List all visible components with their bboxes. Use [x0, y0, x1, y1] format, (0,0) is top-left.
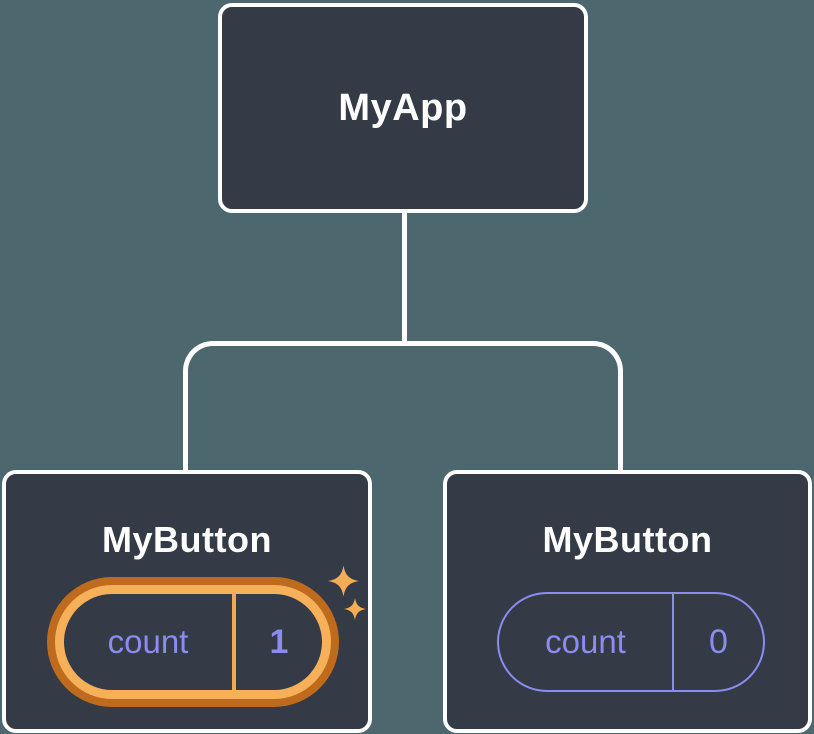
node-label: MyButton — [102, 519, 272, 560]
pill-divider — [232, 594, 236, 690]
node-mybutton-right: MyButton count 0 — [443, 470, 812, 733]
state-value: 0 — [709, 622, 728, 661]
node-label: MyButton — [542, 519, 713, 560]
state-value: 1 — [269, 622, 289, 661]
connector-branches — [183, 341, 623, 472]
state-pill-body: count 1 — [64, 594, 322, 690]
pill-divider — [672, 594, 674, 690]
connector-stem — [402, 211, 407, 343]
state-name-cell: count — [499, 594, 672, 690]
sparkle-icon — [343, 598, 367, 620]
state-value-cell: 1 — [236, 594, 322, 690]
state-name-label: count — [107, 623, 189, 660]
state-name-label: count — [545, 623, 626, 660]
state-pill-inner-ring: count 1 — [55, 585, 331, 699]
state-value-cell: 0 — [674, 594, 763, 690]
node-label: MyApp — [338, 86, 468, 129]
sparkle-icon — [328, 565, 359, 597]
state-pill: count 0 — [497, 592, 765, 692]
node-mybutton-left: MyButton count 1 — [2, 470, 372, 733]
state-pill-highlighted: count 1 — [47, 577, 339, 707]
node-myapp: MyApp — [218, 3, 588, 213]
state-name-cell: count — [64, 594, 232, 690]
